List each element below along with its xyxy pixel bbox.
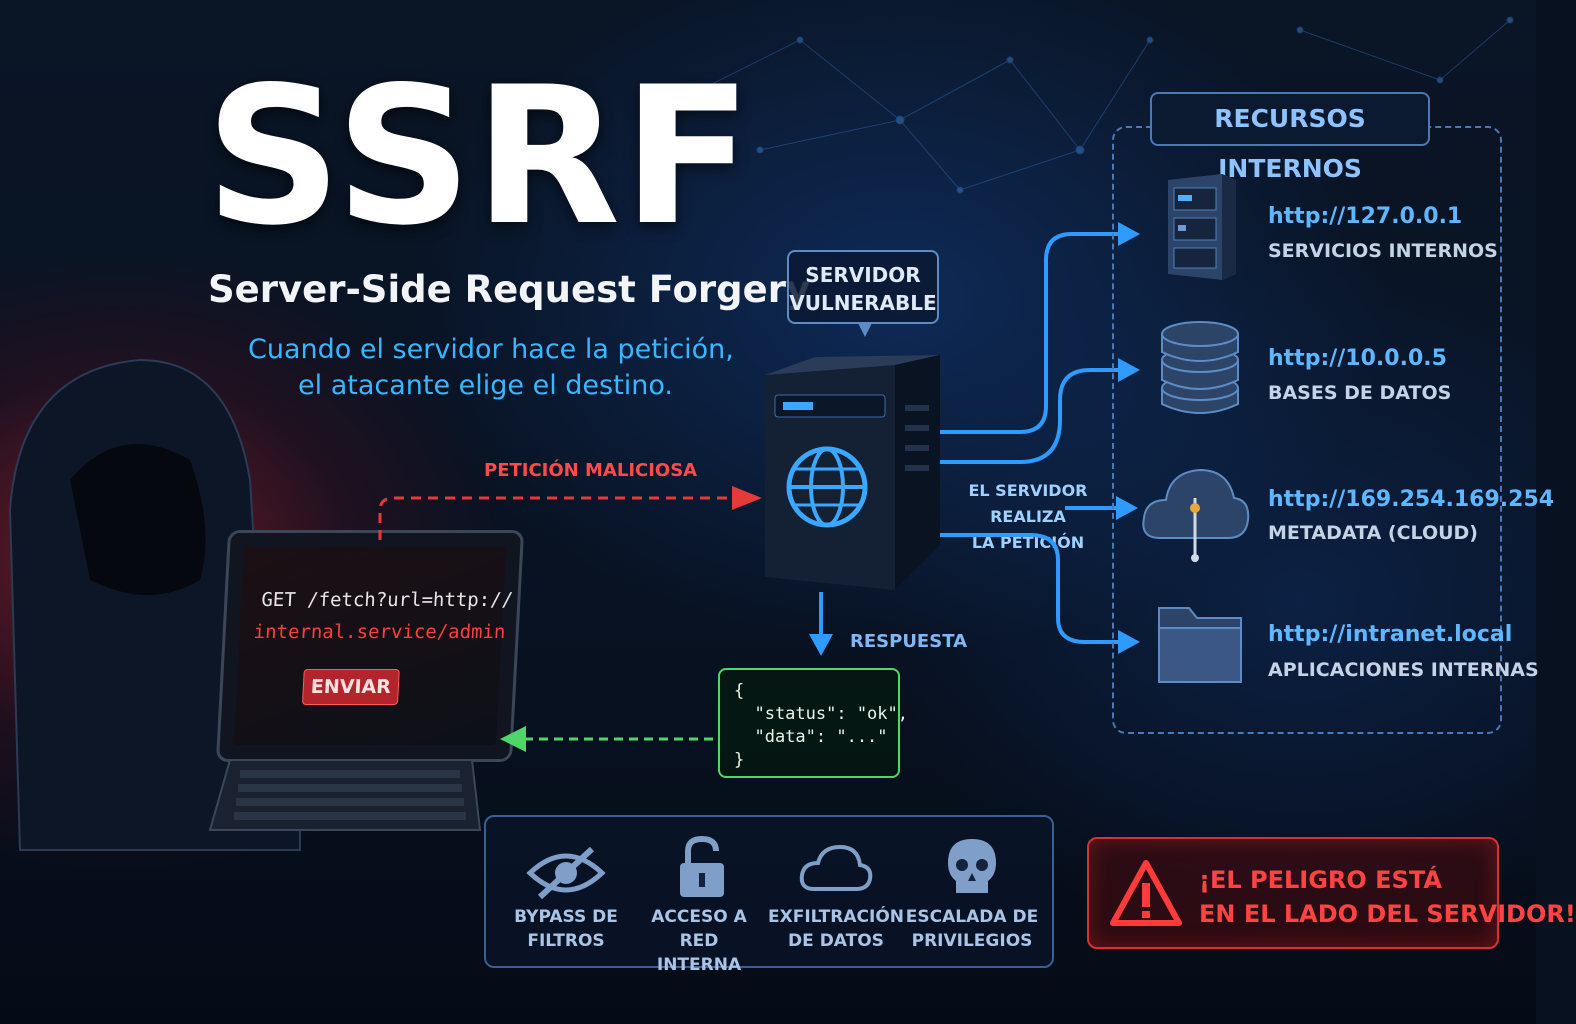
- malicious-request-label: PETICIÓN MALICIOSA: [484, 460, 698, 481]
- resource-desc-apps: APLICACIONES INTERNAS: [1268, 659, 1539, 681]
- send-button[interactable]: ENVIAR: [301, 669, 400, 705]
- resource-desc-services: SERVICIOS INTERNOS: [1268, 240, 1498, 262]
- response-label: RESPUESTA: [850, 631, 967, 652]
- eye-slash-icon: [526, 846, 606, 900]
- resource-url-database: http://10.0.0.5: [1268, 346, 1447, 371]
- attacker-laptop: GET /fetch?url=http:// internal.service/…: [215, 530, 525, 762]
- callout-pointer: [858, 323, 872, 337]
- network-background: [696, 16, 1514, 194]
- response-json: { "status": "ok", "data": "..." }: [718, 668, 908, 778]
- danger-warning-panel: ¡EL PELIGRO ESTÁ EN EL LADO DEL SERVIDOR…: [1087, 837, 1576, 949]
- page-subtitle: Server-Side Request Forgery: [208, 268, 811, 311]
- warning-triangle-icon: [1110, 860, 1182, 926]
- unlocked-padlock-icon: [680, 835, 724, 897]
- server-rack-icon: [1168, 174, 1236, 280]
- cloud-icon: [1142, 468, 1250, 562]
- vulnerable-server-label: SERVIDOR VULNERABLE: [787, 250, 939, 324]
- server-icon: [765, 355, 940, 590]
- response-return-arrow: [500, 726, 718, 752]
- request-target-text: internal.service/admin: [253, 621, 506, 643]
- resource-url-localhost: http://127.0.0.1: [1268, 204, 1463, 229]
- danger-warning-text: ¡EL PELIGRO ESTÁ EN EL LADO DEL SERVIDOR…: [1199, 866, 1576, 928]
- request-text: GET /fetch?url=http://: [260, 589, 514, 611]
- resource-url-metadata: http://169.254.169.254: [1268, 487, 1555, 512]
- resource-desc-databases: BASES DE DATOS: [1268, 382, 1452, 404]
- tagline-line-1: Cuando el servidor hace la petición,: [248, 334, 734, 365]
- resource-url-intranet: http://intranet.local: [1268, 622, 1513, 647]
- database-icon: [1161, 321, 1239, 414]
- resource-desc-metadata: METADATA (CLOUD): [1268, 522, 1478, 544]
- internal-resources-title: RECURSOS INTERNOS: [1150, 92, 1430, 183]
- laptop-screen: [233, 547, 507, 745]
- response-arrow: [809, 592, 833, 656]
- laptop-keyboard: [208, 759, 482, 831]
- tagline-line-2: el atacante elige el destino.: [298, 370, 673, 401]
- request-branch-arrows: [940, 222, 1140, 654]
- skull-icon: [948, 839, 996, 893]
- page-title: SSRF: [205, 46, 755, 267]
- cloud-outline-icon: [799, 844, 873, 891]
- malicious-request-arrow: [378, 486, 762, 540]
- folder-icon: [1158, 607, 1242, 683]
